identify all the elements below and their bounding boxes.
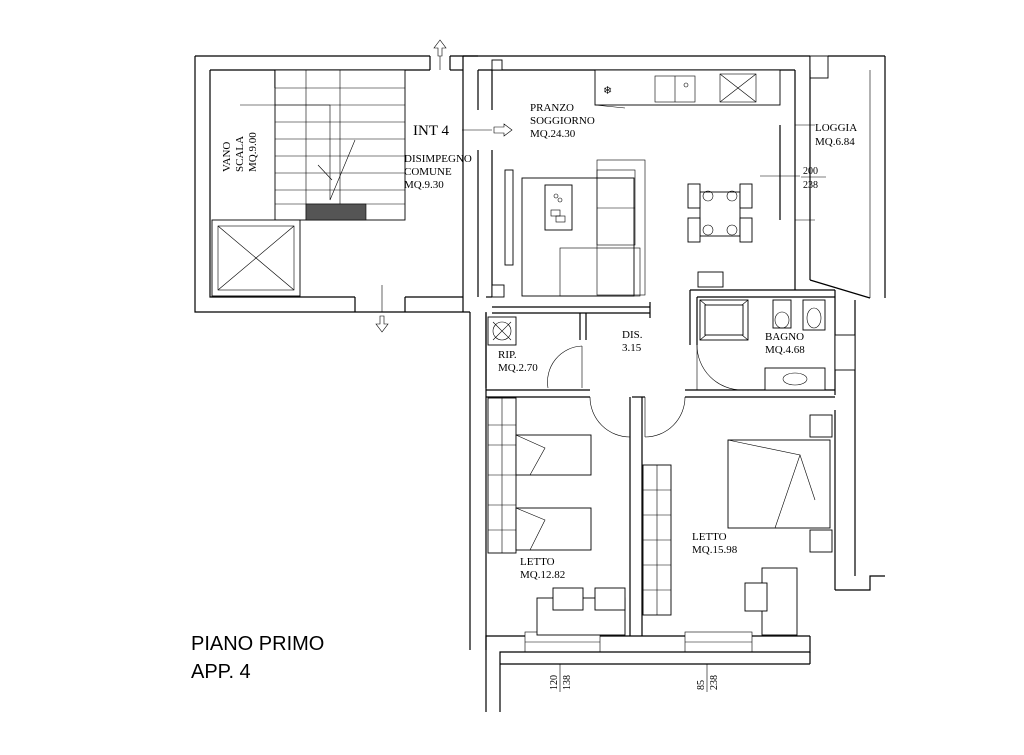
storage-area: MQ.2.70 <box>498 362 538 374</box>
window-dims: 120 138 85 238 <box>549 664 720 692</box>
kitchen-counter <box>594 69 781 106</box>
chair-1 <box>552 587 584 611</box>
stairwell-block <box>194 39 478 333</box>
apartment-title: APP. 4 <box>191 661 251 683</box>
bedroom-2: LETTO MQ.15.98 <box>642 414 833 636</box>
bed-single-2 <box>515 507 592 551</box>
stair-steps <box>240 70 405 221</box>
nightstand-2 <box>809 529 833 553</box>
landing-name-2: COMUNE <box>404 166 452 178</box>
chair-3 <box>744 582 768 612</box>
arrow-down-icon <box>375 315 389 333</box>
landing-name-1: DISIMPEGNO <box>404 153 472 165</box>
cabinet <box>697 271 724 288</box>
loggia-door-width: 200 <box>803 166 818 177</box>
bed1-area: MQ.12.82 <box>520 569 565 581</box>
arrow-right-icon <box>493 123 513 137</box>
bathroom: BAGNO MQ.4.68 <box>685 290 835 398</box>
bed2-name: LETTO <box>692 531 727 543</box>
living-area: ❄ <box>413 69 795 318</box>
hall: DIS. 3.15 <box>486 329 686 636</box>
hall-name: DIS. <box>622 329 643 341</box>
living-area-value: MQ.24.30 <box>530 128 576 140</box>
storage-room: RIP. MQ.2.70 <box>485 313 587 389</box>
arrow-up-icon <box>433 39 447 57</box>
bed1-name: LETTO <box>520 556 555 568</box>
washbasin <box>764 367 826 391</box>
unit-label: INT 4 <box>413 123 449 139</box>
snowflake-icon: ❄ <box>603 85 612 97</box>
landing-area: MQ.9.30 <box>404 179 444 191</box>
stair-name-2: SCALA <box>234 136 246 172</box>
bath-name: BAGNO <box>765 331 804 343</box>
win2-width: 85 <box>696 680 707 690</box>
dining-table <box>687 183 753 243</box>
living-name-1: PRANZO <box>530 102 574 114</box>
bed-double <box>727 439 831 529</box>
hall-area: 3.15 <box>622 342 642 354</box>
win1-height: 138 <box>562 675 573 690</box>
stove-icon <box>719 73 757 103</box>
elevator-shaft <box>211 219 301 297</box>
loggia: LOGGIA MQ.6.84 200 238 <box>760 55 886 299</box>
loggia-name: LOGGIA <box>815 122 857 134</box>
win1-width: 120 <box>549 675 560 690</box>
bidet <box>802 299 826 331</box>
nightstand-1 <box>809 414 833 438</box>
loggia-area: MQ.6.84 <box>815 136 855 148</box>
desk-2 <box>761 567 798 636</box>
bed-single-1 <box>515 434 592 476</box>
loggia-door-height: 238 <box>803 180 818 191</box>
coffee-table <box>544 184 573 231</box>
stair-name-1: VANO <box>221 142 233 172</box>
bedroom-1: LETTO MQ.12.82 <box>487 397 626 636</box>
living-name-2: SOGGIORNO <box>530 115 595 127</box>
chair-2 <box>594 587 626 611</box>
storage-name: RIP. <box>498 349 517 361</box>
bed2-area: MQ.15.98 <box>692 544 738 556</box>
sofa <box>521 159 646 297</box>
floor-title: PIANO PRIMO <box>191 633 324 655</box>
stair-area: MQ.9.00 <box>247 132 259 172</box>
bath-area: MQ.4.68 <box>765 344 805 356</box>
win2-height: 238 <box>709 675 720 690</box>
